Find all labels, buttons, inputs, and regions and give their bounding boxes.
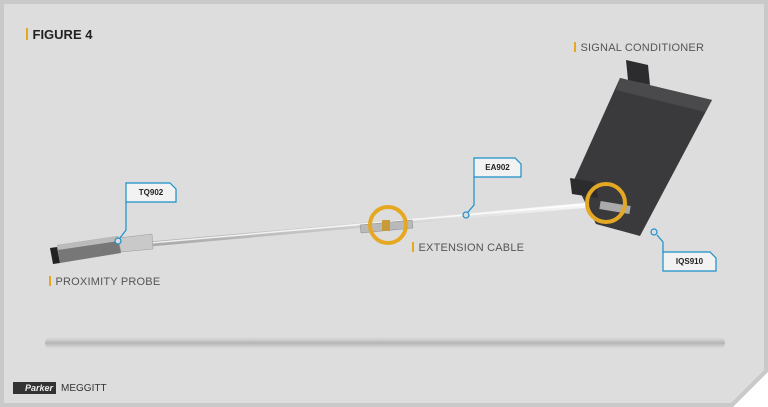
proximity-probe: [50, 233, 154, 264]
signal-conditioner-device: [570, 60, 712, 236]
label-proximity-probe: PROXIMITY PROBE: [49, 276, 160, 288]
tag-tq902: TQ902: [138, 188, 164, 197]
callout-leaders: [114, 157, 717, 272]
brand-logo: Parker MEGGITT: [13, 382, 107, 394]
highlight-ring-conditioner: [585, 182, 627, 224]
meggitt-logo: MEGGITT: [61, 382, 107, 394]
floor-shadow: [45, 337, 725, 349]
parker-logo: Parker: [13, 382, 57, 394]
tag-iqs910: IQS910: [675, 257, 704, 266]
label-signal-conditioner: SIGNAL CONDITIONER: [574, 42, 704, 54]
tag-ea902: EA902: [485, 163, 510, 172]
figure-title: FIGURE 4: [26, 27, 92, 42]
cable-connector: [359, 219, 414, 234]
highlight-ring-connector: [368, 205, 408, 245]
label-extension-cable: EXTENSION CABLE: [412, 242, 524, 254]
panel-background: [4, 4, 764, 403]
